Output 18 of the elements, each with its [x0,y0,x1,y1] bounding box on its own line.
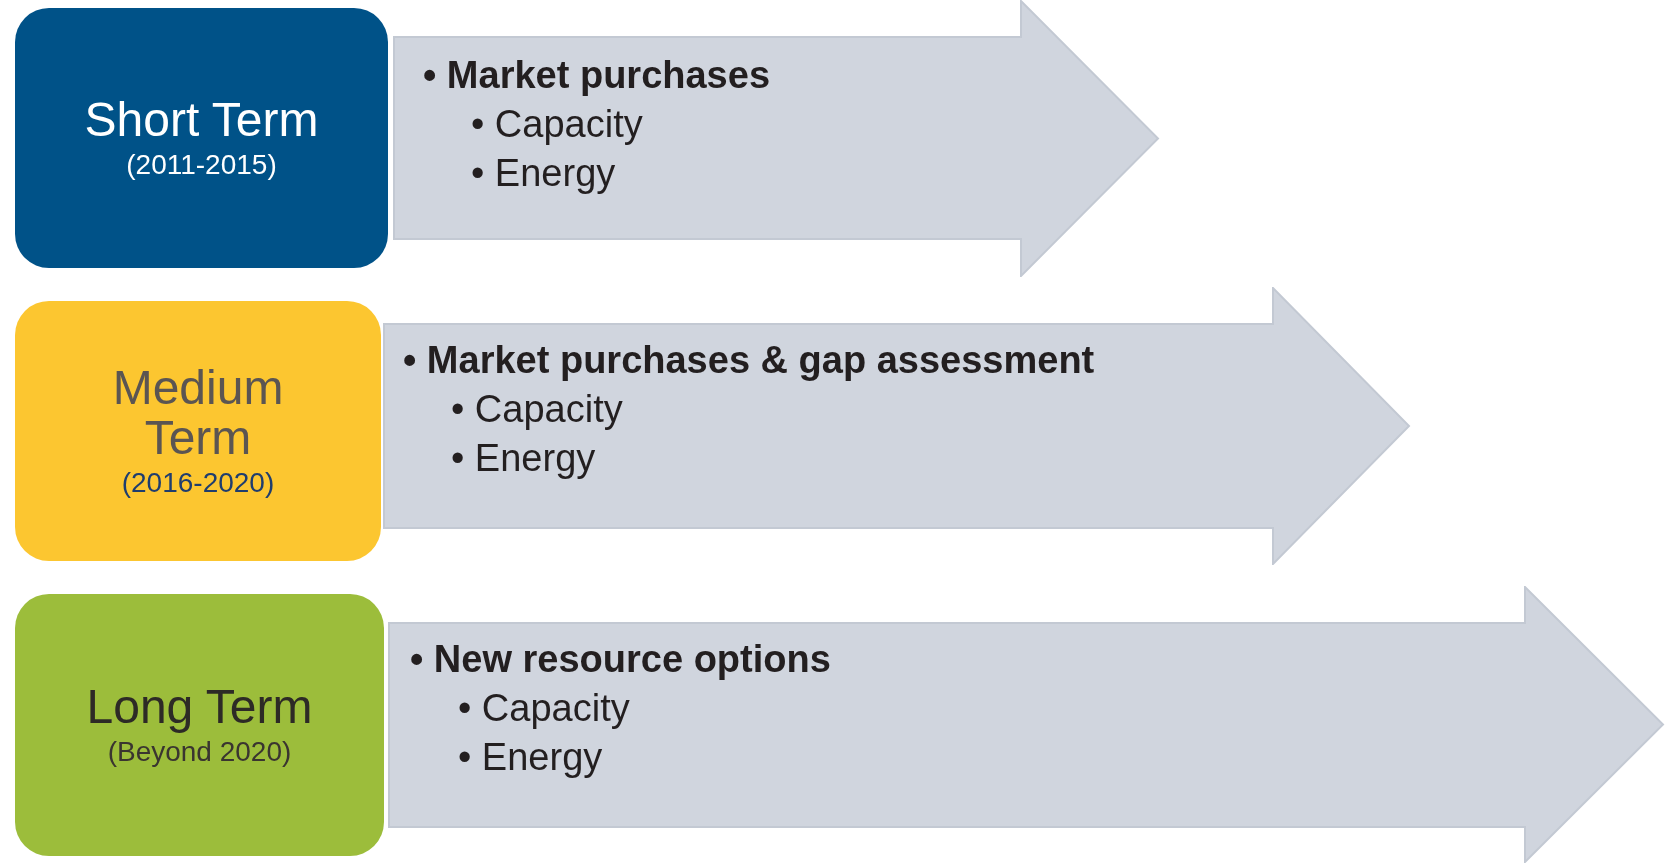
year-range: (2011-2015) [126,149,277,182]
bullet-item: • Energy [451,437,597,480]
year-range: (2016-2020) [121,467,275,500]
year-range: (Beyond 2020) [107,736,292,769]
bullet-item: • Energy [458,736,604,779]
term-box [15,8,388,268]
bullet-item: • Capacity [451,388,624,431]
term-box [15,301,381,561]
term-title: Medium Term [111,362,285,464]
term-title: Short Term [84,94,319,146]
bullet-item: • Capacity [471,103,644,146]
term-title: Long Term [86,681,313,733]
bullet-heading: • New resource options [410,638,831,681]
term-box [15,594,384,856]
bullet-item: • Energy [471,152,617,195]
bullet-heading: • Market purchases & gap assessment [403,339,1095,382]
bullet-heading: • Market purchases [423,54,770,97]
bullet-item: • Capacity [458,687,631,730]
